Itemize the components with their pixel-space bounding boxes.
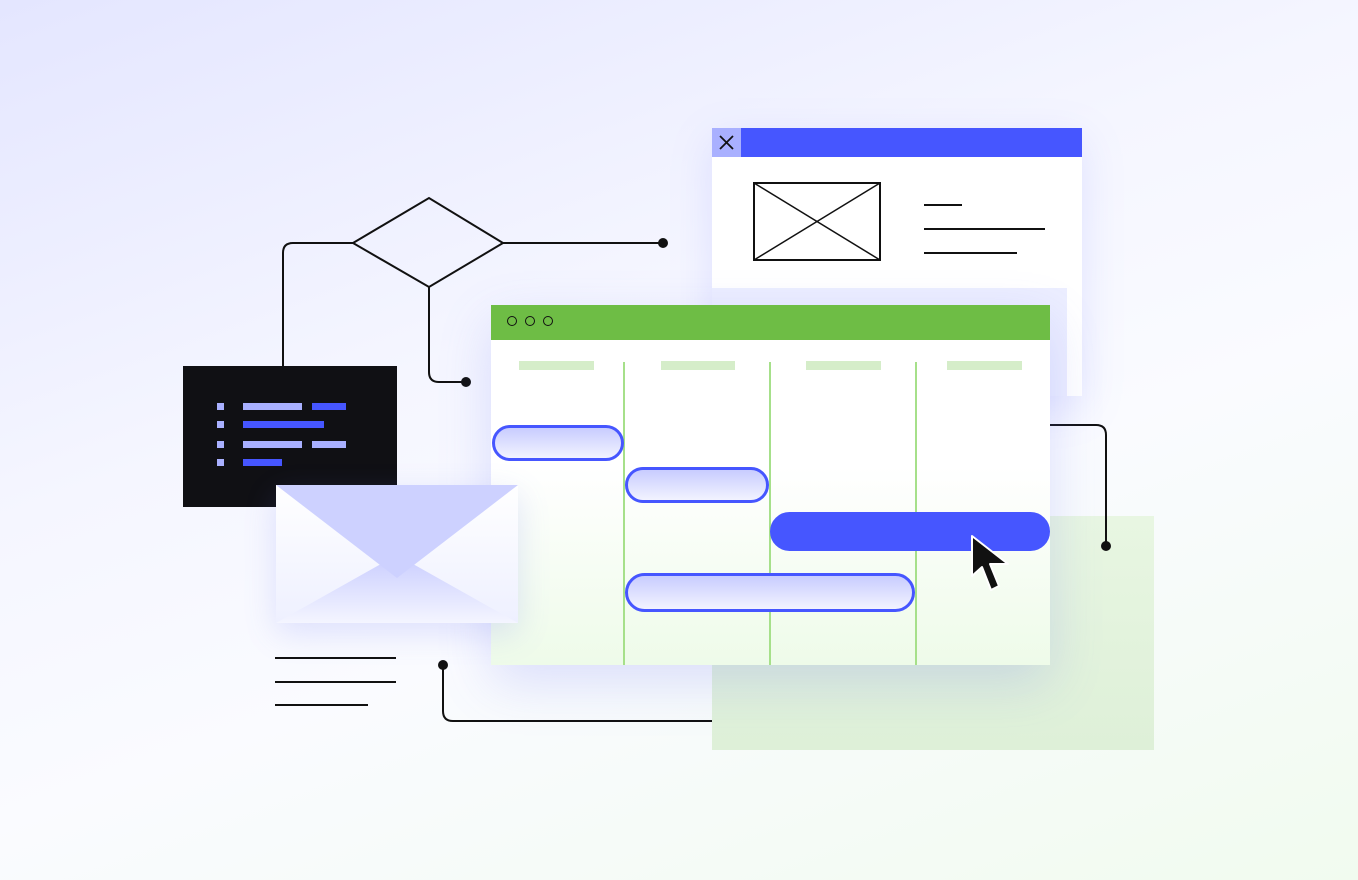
- column-divider: [623, 362, 625, 665]
- connector-diamond-down: [428, 287, 466, 383]
- text-placeholder-lines: [924, 204, 1045, 254]
- connector-node: [461, 377, 471, 387]
- code-line: [312, 441, 346, 448]
- code-line: [243, 403, 302, 410]
- calendar-event[interactable]: [625, 573, 915, 612]
- code-line: [243, 441, 302, 448]
- code-line: [243, 459, 282, 466]
- decision-diamond-icon: [351, 196, 505, 289]
- close-icon: [719, 135, 734, 150]
- list-bullet: [217, 421, 224, 428]
- close-button[interactable]: [712, 128, 741, 157]
- column-header: [806, 361, 881, 370]
- connector-node: [438, 660, 448, 670]
- window-titlebar: [712, 128, 1082, 157]
- image-placeholder-icon: [753, 182, 881, 261]
- column-header: [947, 361, 1022, 370]
- calendar-window: [491, 305, 1050, 665]
- connector-bottom: [442, 665, 712, 722]
- connector-node: [658, 238, 668, 248]
- list-bullet: [217, 459, 224, 466]
- calendar-event[interactable]: [625, 467, 769, 503]
- connector-window-right: [1050, 424, 1107, 546]
- window-titlebar: [491, 305, 1050, 340]
- calendar-event[interactable]: [492, 425, 624, 461]
- code-panel: [183, 366, 397, 507]
- envelope-icon: [276, 485, 518, 623]
- column-header: [661, 361, 735, 370]
- column-divider: [769, 362, 771, 665]
- connector-node: [1101, 541, 1111, 551]
- mouse-pointer-icon: [971, 535, 1009, 591]
- window-dot-icon[interactable]: [525, 316, 535, 326]
- code-line: [312, 403, 346, 410]
- window-dot-icon[interactable]: [543, 316, 553, 326]
- window-dot-icon[interactable]: [507, 316, 517, 326]
- code-line: [243, 421, 324, 428]
- calendar-event-selected[interactable]: [770, 512, 1050, 551]
- list-bullet: [217, 403, 224, 410]
- list-bullet: [217, 441, 224, 448]
- column-header: [519, 361, 594, 370]
- connector-diamond-left: [282, 242, 353, 366]
